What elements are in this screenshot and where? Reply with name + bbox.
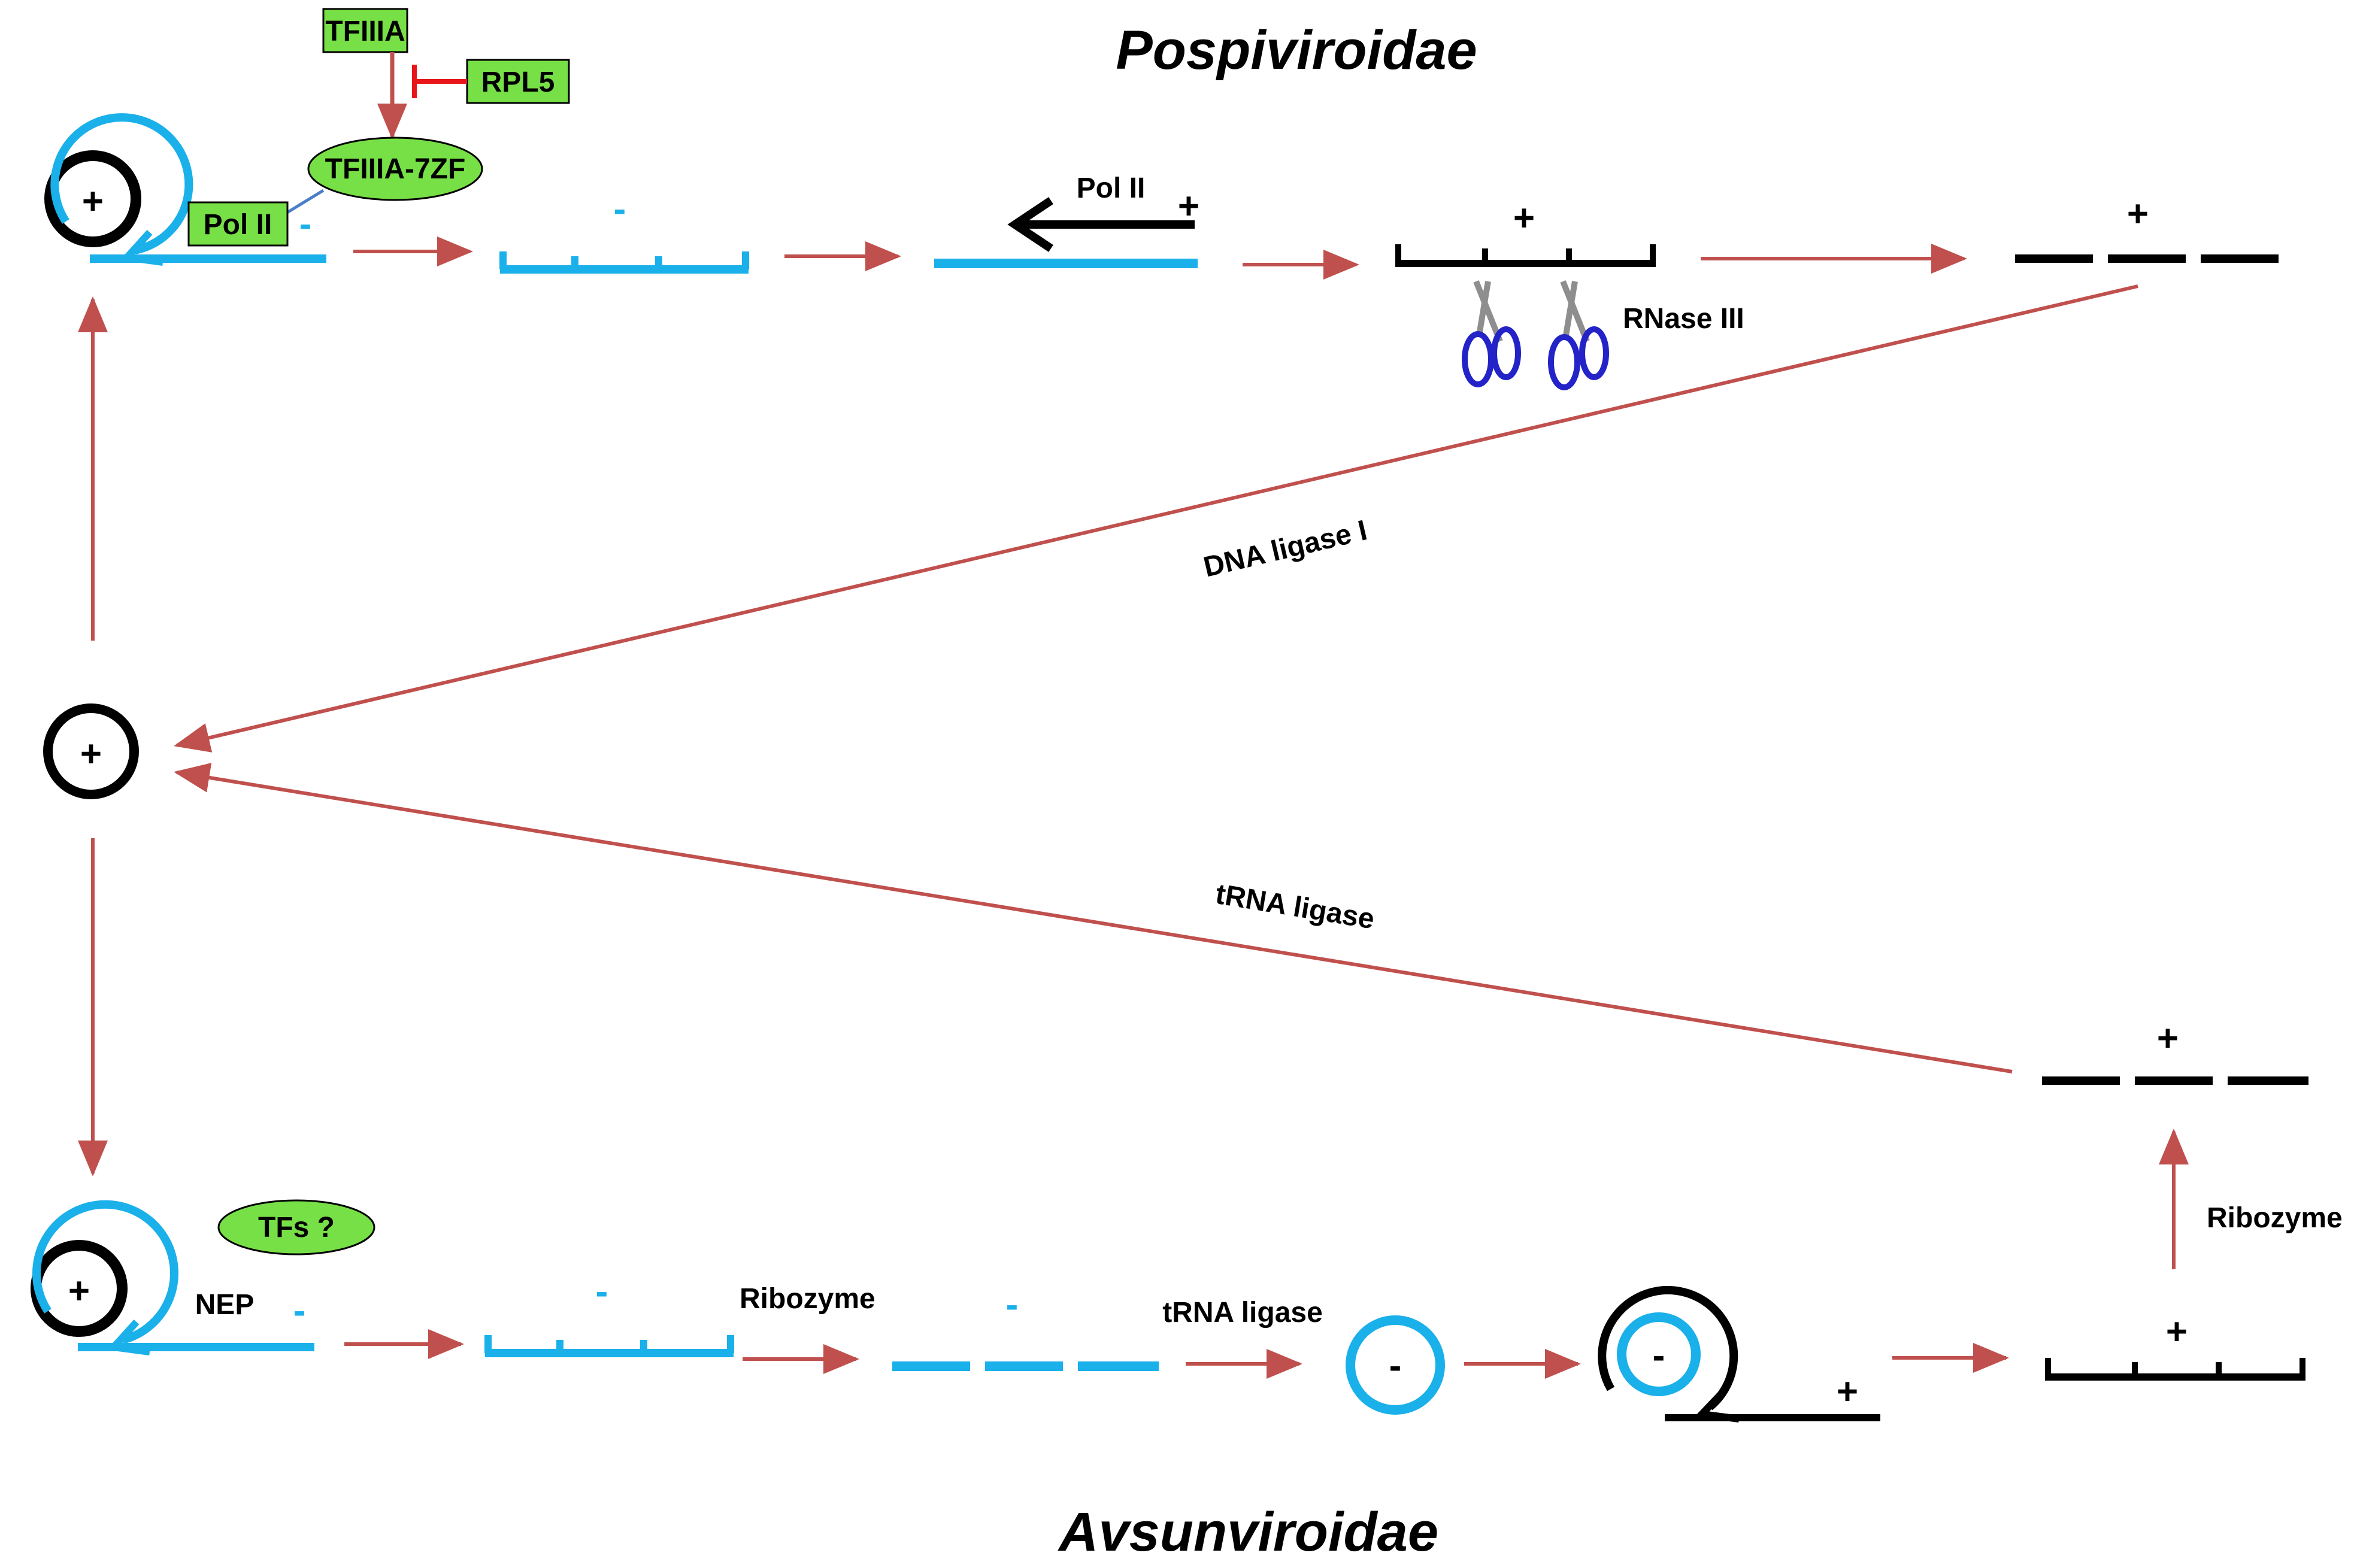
tfiiia-regulation: TFIIIA RPL5 TFIIIA-7ZF Pol II	[187, 8, 570, 247]
plus-circular-template	[44, 150, 141, 247]
dna-ligase-label: DNA ligase I	[1201, 514, 1370, 583]
sign-minus-nascent-bottom: -	[293, 1290, 306, 1332]
sign-plus-nascent: +	[1178, 186, 1199, 227]
top-rolling-circle: + -	[44, 113, 326, 266]
scissors-icon	[1548, 280, 1609, 390]
sign-minus-circular: -	[1389, 1345, 1402, 1387]
nep-label: NEP	[195, 1289, 255, 1321]
central-circular-viroid: +	[43, 703, 139, 799]
rpl5-label: RPL5	[481, 66, 555, 98]
plus-circular-central	[43, 703, 139, 799]
sign-minus-rolling: -	[1653, 1335, 1665, 1376]
tfs-label: TFs ?	[258, 1212, 335, 1244]
minus-circular-ring	[1346, 1315, 1445, 1415]
sign-plus-circle-bottom: +	[68, 1270, 90, 1312]
sign-minus-multimer-bottom: -	[596, 1271, 608, 1312]
top-plus-multimer: +	[1395, 198, 1656, 267]
blue-wrap-arc	[50, 113, 193, 254]
tfiiia-7zf-label: TFIIIA-7ZF	[325, 153, 466, 185]
minus-circular-template	[1617, 1312, 1701, 1396]
sign-minus-nascent: -	[299, 204, 312, 245]
title-avsunviroidae: Avsunviroidae	[1058, 1502, 1438, 1563]
blue-wrap-arc-bottom	[32, 1200, 179, 1344]
minus-rolling-circle: - +	[1598, 1285, 1880, 1423]
trna-ligase-diag-label: tRNA ligase	[1213, 878, 1377, 936]
sign-plus-rolling: +	[1837, 1371, 1858, 1412]
sign-minus-multimer: -	[614, 189, 626, 230]
bottom-plus-multimer: +	[2045, 1311, 2305, 1381]
dna-ligase-arrow	[174, 284, 2138, 753]
sign-plus-monomers-top: +	[2127, 193, 2149, 235]
sign-plus-monomers-bottom: +	[2157, 1018, 2179, 1059]
bottom-minus-multimer: -	[484, 1271, 734, 1357]
sign-plus-multimer-bottom: +	[2166, 1311, 2188, 1352]
bottom-plus-monomers: +	[2042, 1018, 2308, 1085]
sign-plus-central: +	[80, 733, 102, 775]
tfiiia-label: TFIIIA	[325, 16, 405, 47]
scissors-icon	[1462, 280, 1521, 387]
bottom-rolling-circle: + -	[31, 1200, 314, 1355]
tfs-ellipse	[217, 1199, 375, 1255]
minus-circular: -	[1346, 1315, 1445, 1415]
tfiiia-box	[322, 8, 408, 53]
pol2-arrow-label: Pol II	[1077, 172, 1146, 204]
trna-ligase-diag-arrow	[174, 763, 2013, 1073]
sign-minus-monomers: -	[1006, 1284, 1019, 1326]
pol2-box-label: Pol II	[204, 209, 272, 241]
top-pol2-transcription: Pol II +	[934, 172, 1199, 268]
ribozyme-label-2: Ribozyme	[2207, 1202, 2343, 1234]
black-wrap-arc	[1598, 1285, 1738, 1411]
pol2-box	[187, 201, 289, 247]
sign-plus-circle-top: +	[82, 181, 104, 222]
sign-plus-multimer: +	[1513, 198, 1535, 239]
trna-ligase-bottom-label: tRNA ligase	[1162, 1297, 1323, 1329]
title-pospiviroidae: Pospiviroidae	[1116, 20, 1477, 81]
top-plus-monomers: +	[2015, 193, 2279, 263]
top-minus-multimer: -	[499, 189, 749, 274]
rnase3-label: RNase III	[1623, 303, 1744, 335]
bottom-minus-monomers: -	[892, 1284, 1159, 1371]
plus-nascent-arrowhead	[1007, 197, 1053, 252]
ribozyme-label-1: Ribozyme	[740, 1283, 875, 1315]
tfiiia-7zf-ellipse	[307, 137, 483, 201]
